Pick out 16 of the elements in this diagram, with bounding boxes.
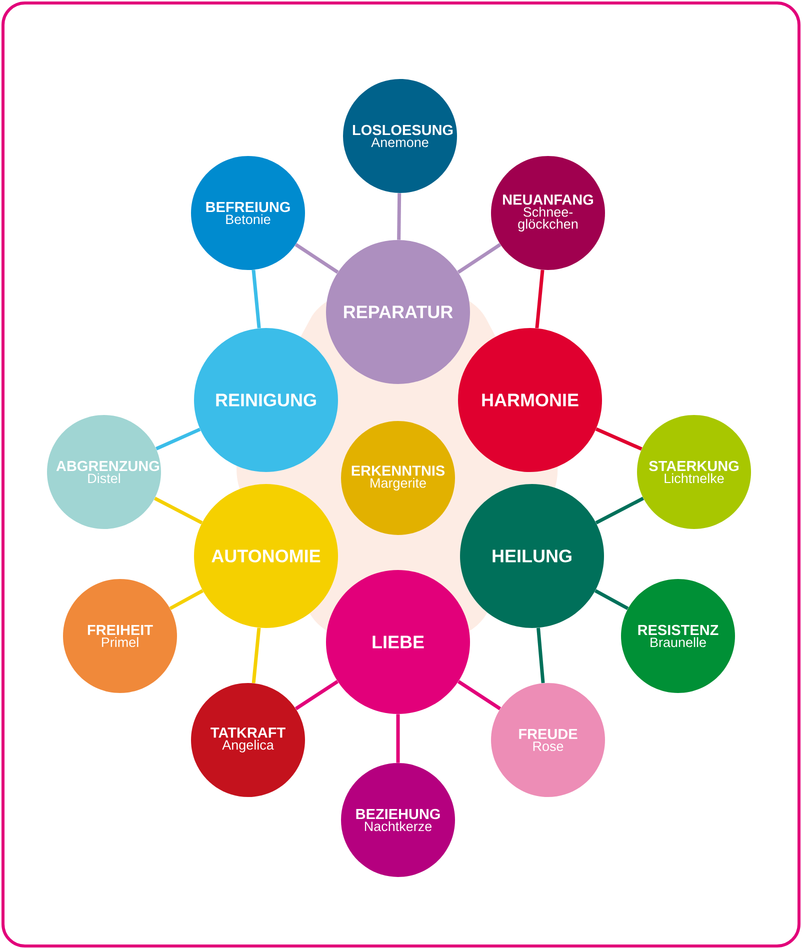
connector-line <box>294 680 339 710</box>
connector-line <box>154 496 203 524</box>
connector-line <box>458 680 502 710</box>
connector-line <box>252 628 261 684</box>
connector-line <box>397 193 402 240</box>
connector-line <box>536 628 545 684</box>
connector-line <box>535 270 544 328</box>
connector-line <box>396 714 400 763</box>
connector-line <box>595 496 644 524</box>
connector-line <box>595 427 642 451</box>
connector-line <box>169 589 204 610</box>
connector-line <box>156 428 201 450</box>
connector-line <box>252 270 261 328</box>
connector-line <box>294 243 339 274</box>
connector-line <box>457 243 502 274</box>
connector-line <box>594 589 629 610</box>
